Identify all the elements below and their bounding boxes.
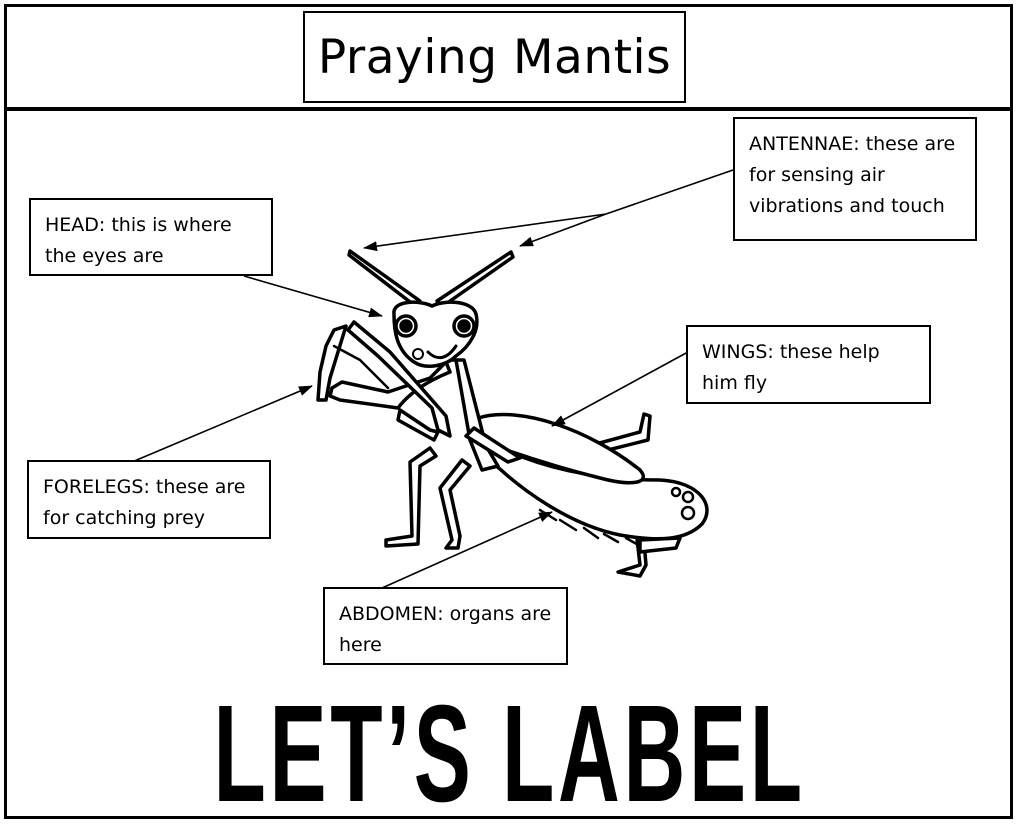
forelegs-label: FORELEGS: these are for catching prey bbox=[43, 476, 246, 529]
thorax-joint bbox=[464, 426, 522, 464]
antenna-left bbox=[347, 249, 422, 307]
foreleg-claw-left bbox=[316, 324, 348, 402]
antenna-right bbox=[435, 250, 515, 308]
antennae-label-box: ANTENNAE: these are for sensing air vibr… bbox=[733, 117, 977, 241]
abdomen-label: ABDOMEN: organs are here bbox=[339, 603, 552, 656]
mantis-illustration bbox=[316, 249, 709, 578]
leader-lines bbox=[131, 169, 734, 589]
forelegs-label-box: FORELEGS: these are for catching prey bbox=[27, 460, 271, 539]
wings-label: WINGS: these help him fly bbox=[702, 341, 880, 394]
antennae-arrow-right bbox=[519, 213, 607, 247]
middle-leg-left bbox=[384, 446, 438, 548]
forelegs-arrow bbox=[131, 385, 313, 463]
antennae-label: ANTENNAE: these are for sensing air vibr… bbox=[749, 133, 956, 217]
wings-label-box: WINGS: these help him fly bbox=[686, 325, 931, 404]
wings-arrow bbox=[551, 351, 689, 427]
abdomen-tip bbox=[638, 536, 682, 554]
page-title: Praying Mantis bbox=[317, 29, 672, 85]
lets-label-banner: LET’S LABEL bbox=[213, 677, 807, 831]
head-label: HEAD: this is where the eyes are bbox=[45, 214, 232, 267]
head-label-box: HEAD: this is where the eyes are bbox=[29, 198, 273, 276]
title-box: Praying Mantis bbox=[303, 11, 686, 103]
antennae-leader bbox=[605, 169, 734, 215]
antennae-arrow-left bbox=[363, 213, 607, 252]
abdomen-label-box: ABDOMEN: organs are here bbox=[323, 587, 568, 665]
header-divider bbox=[4, 107, 1013, 111]
foreleg-arm bbox=[346, 320, 452, 438]
abdomen-arrow bbox=[381, 511, 553, 589]
foreleg-upper bbox=[328, 360, 452, 410]
head-arrow bbox=[243, 275, 383, 318]
worksheet-frame bbox=[4, 4, 1013, 819]
foreleg-lower bbox=[396, 408, 440, 442]
middle-leg-front bbox=[438, 458, 472, 550]
banner: LET’S LABEL bbox=[0, 685, 1020, 823]
